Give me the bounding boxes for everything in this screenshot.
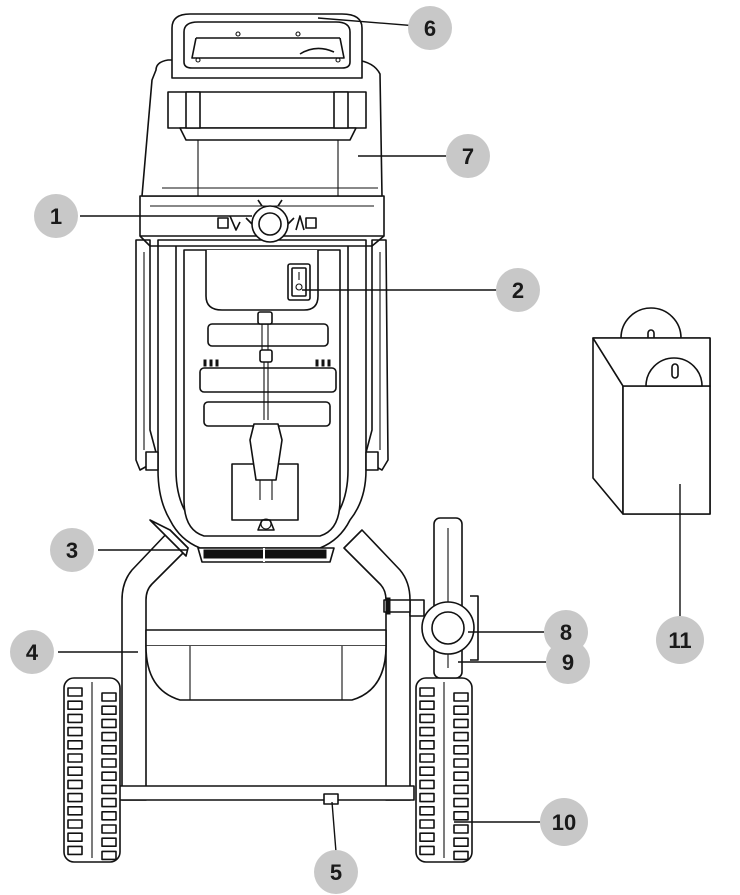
tread-block [101,784,117,795]
tread-block [453,731,469,742]
tread-block [101,850,117,861]
tread-block [101,718,117,729]
tread-block [419,805,435,816]
callout-9-label: 9 [562,650,574,675]
tread-block [453,784,469,795]
tread-block [453,758,469,768]
tread-block [453,705,469,716]
tread-block [101,837,117,848]
callout-7-label: 7 [462,144,474,169]
tread-block [67,739,83,750]
tread-block [101,771,117,782]
tread-block [419,779,435,790]
tread-block [453,850,469,861]
tread-block [101,692,117,702]
callout-7: 7 [446,134,490,178]
callout-5-label: 5 [330,860,342,885]
tread-block [419,687,435,697]
tread-block [419,845,435,856]
tread-block [67,805,83,816]
callout-9: 9 [546,640,590,684]
shredder-body [135,239,389,563]
tread-block [67,832,83,843]
leader-lines [58,17,681,853]
frame-handle [117,519,415,805]
tread-block [453,744,469,755]
tread-block [419,700,435,711]
callout-2: 2 [496,268,540,312]
callout-4-label: 4 [26,640,39,665]
callout-11-label: 11 [668,628,691,653]
callout-10: 10 [540,798,588,846]
right-wheel [415,677,473,863]
tread-block [101,744,117,755]
tread-block [453,810,469,821]
callout-4: 4 [10,630,54,674]
tread-block [453,771,469,782]
tread-block [67,700,83,711]
tread-block [67,779,83,790]
tread-block [453,837,469,848]
tread-block [67,713,83,724]
tread-block [101,797,117,808]
tread-block [101,824,117,834]
tread-block [67,687,83,697]
callout-1: 1 [34,194,78,238]
tread-block [453,797,469,808]
tread-block [67,726,83,737]
tread-block [101,758,117,768]
left-wheel [63,677,121,863]
callout-6: 6 [408,6,452,50]
tread-block [101,731,117,742]
callout-1-label: 1 [50,204,62,229]
tread-block [67,766,83,777]
tread-block [67,819,83,829]
tread-block [419,819,435,829]
tread-block [453,692,469,702]
tread-block [101,705,117,716]
tread-block [419,753,435,763]
tread-block [419,726,435,737]
hopper [141,59,383,197]
tread-block [419,832,435,843]
tread-block [419,739,435,750]
tread-block [419,713,435,724]
callout-2-label: 2 [512,278,524,303]
callout-3-label: 3 [66,538,78,563]
tread-block [419,792,435,803]
callout-11: 11 [656,616,704,664]
control-band [139,195,385,247]
tread-block [67,845,83,856]
tread-block [67,792,83,803]
funnel-lid [171,13,363,79]
callout-8-label: 8 [560,620,572,645]
tread-block [419,766,435,777]
callout-3: 3 [50,528,94,572]
callout-5: 5 [314,850,358,894]
tread-block [453,824,469,834]
callout-6-label: 6 [424,16,436,41]
tread-block [67,753,83,763]
collection-bag [592,307,711,515]
vent-slots [203,359,331,367]
blade-disc-holder [383,517,479,679]
callout-10-label: 10 [552,810,576,835]
tread-block [453,718,469,729]
tread-block [101,810,117,821]
